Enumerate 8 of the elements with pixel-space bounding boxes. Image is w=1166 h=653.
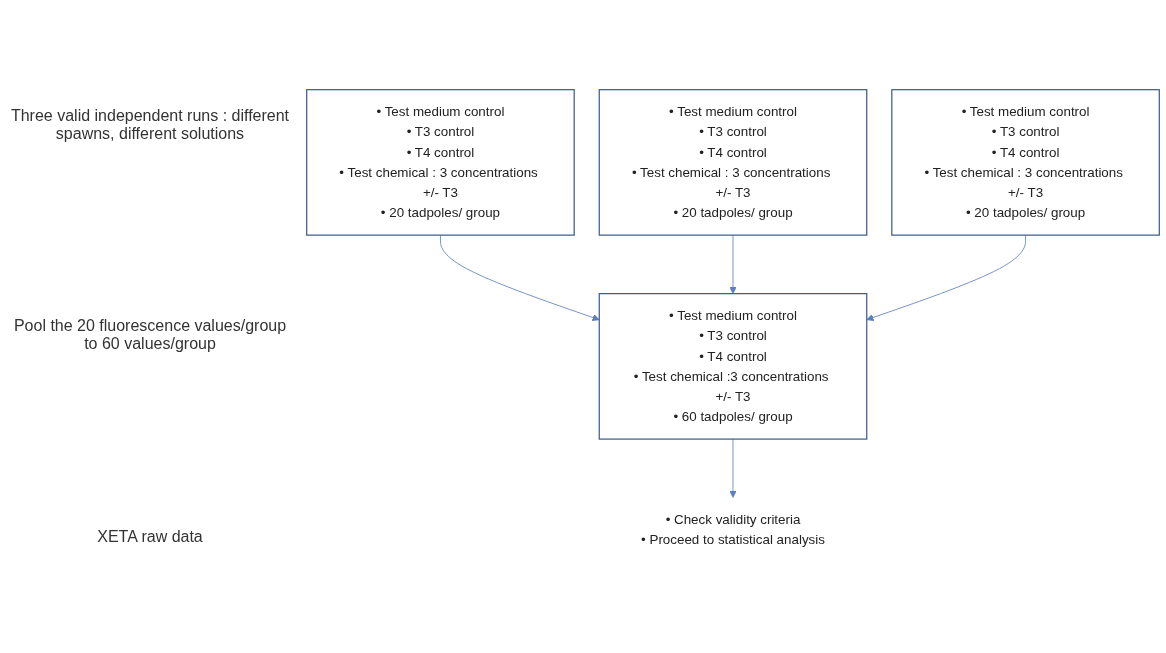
node-text: • Check validity criteria • Proceed to statistical analysis	[641, 512, 825, 548]
node-box: • Test medium control • T3 control • T4 control • Test chemical : 3 concentrations +/- T3 • 20 tadpoles/ group	[306, 89, 575, 236]
note-text: Pool the 20 fluorescence values/group to 60 values/group	[12, 317, 288, 354]
node-box: • Test medium control • T3 control • T4 control • Test chemical : 3 concentrations +/- T3 • 20 tadpoles/ group	[891, 89, 1160, 236]
node-box: • Test medium control • T3 control • T4 control • Test chemical :3 concentrations +/- T3 • 60 tadpoles/ group	[598, 293, 868, 440]
note-text: XETA raw data	[96, 527, 204, 546]
node-box: • Test medium control • T3 control • T4 control • Test chemical : 3 concentrations +/- T3 • 20 tadpoles/ group	[598, 89, 868, 236]
note-text: Three valid independent runs : different spawns, different solutions	[10, 107, 290, 144]
